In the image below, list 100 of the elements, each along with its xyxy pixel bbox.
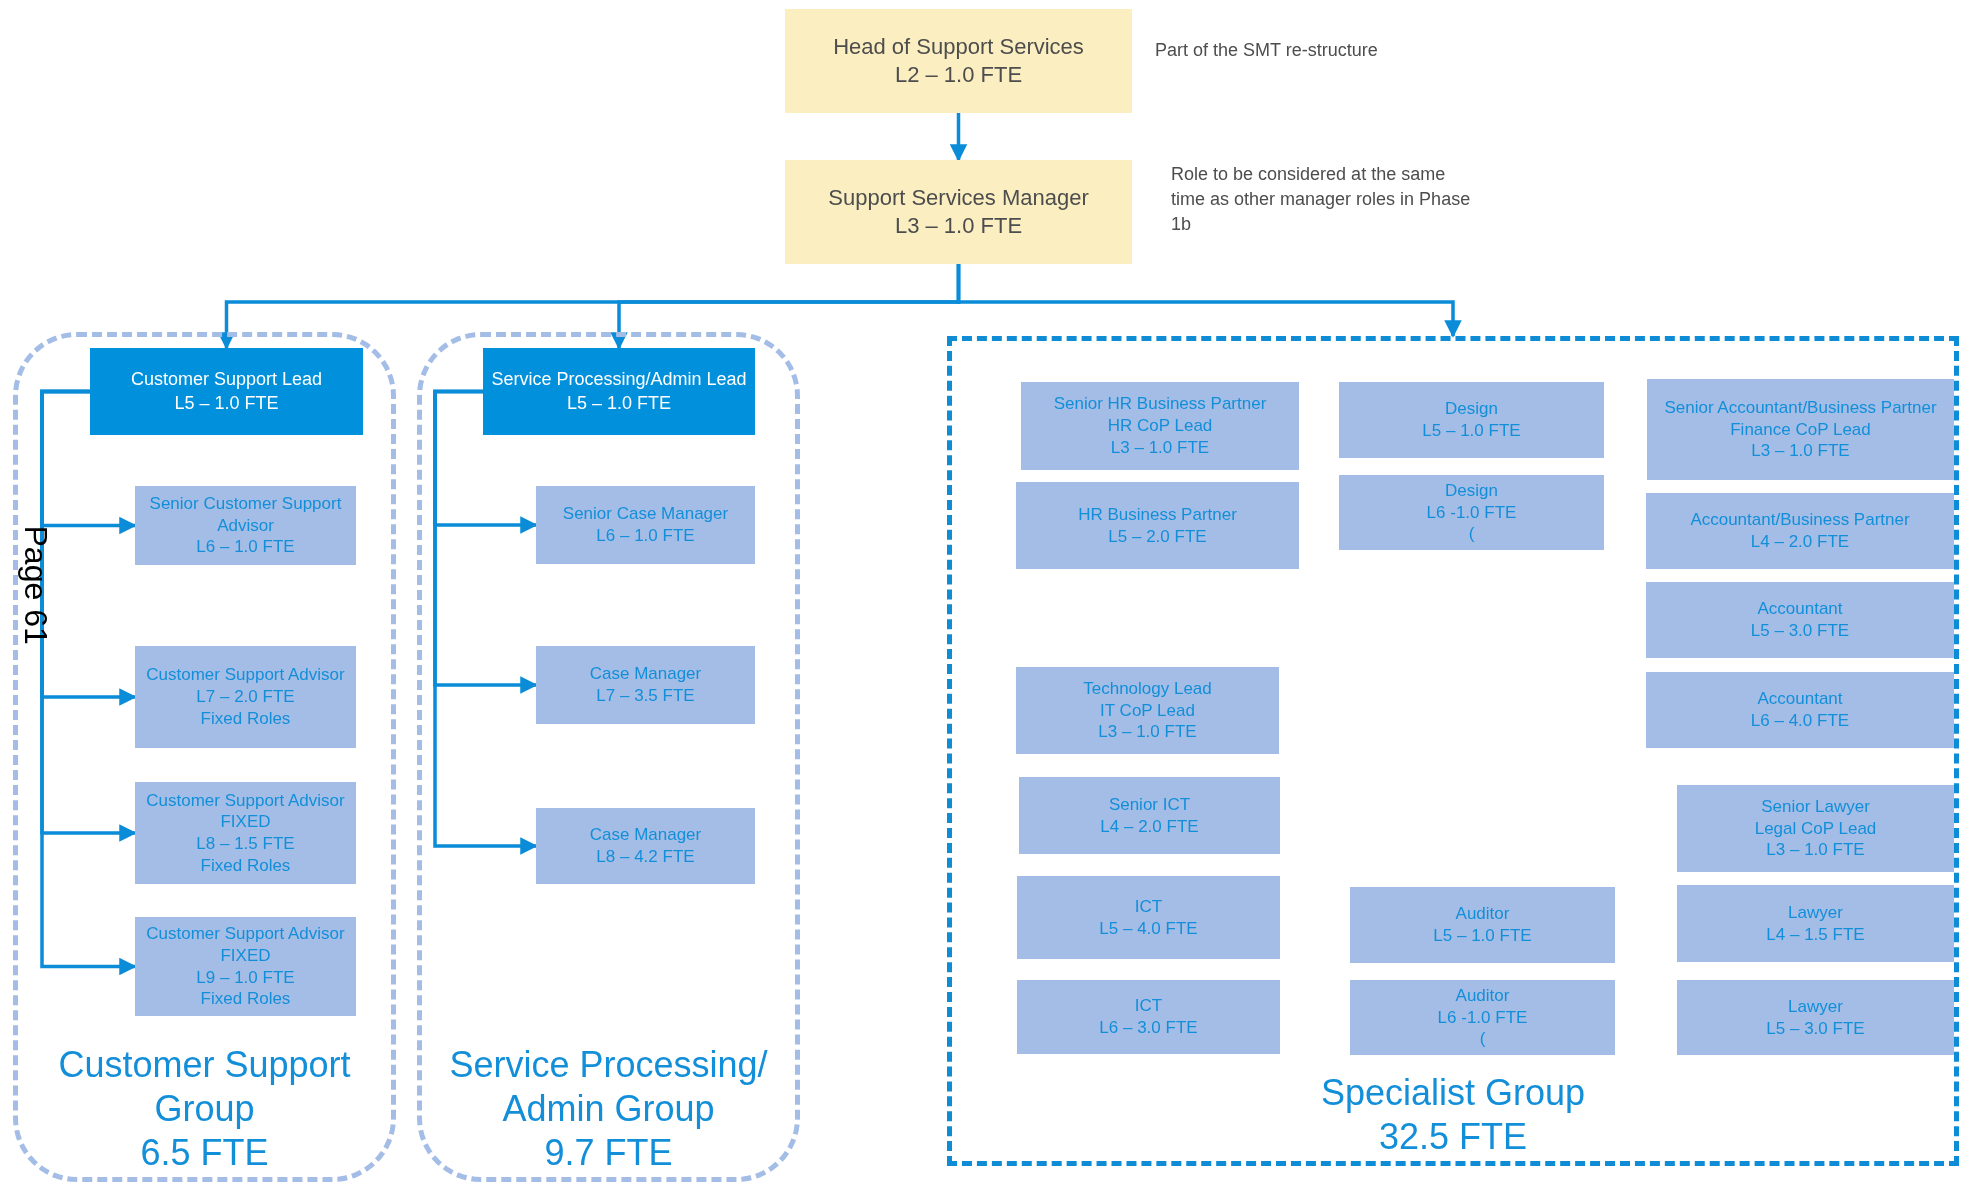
role-detail: Fixed Roles bbox=[200, 988, 291, 1010]
role-box bbox=[90, 348, 363, 435]
role-title: Case Manager bbox=[589, 824, 702, 846]
role-title: Senior HR Business Partner bbox=[1053, 393, 1267, 416]
role-box bbox=[1339, 475, 1604, 550]
role-box bbox=[135, 917, 356, 1016]
role-box bbox=[1016, 482, 1299, 569]
connector-arrow bbox=[40, 389, 137, 976]
role-box bbox=[536, 808, 755, 884]
group-container bbox=[13, 332, 396, 1182]
role-box bbox=[1017, 980, 1280, 1054]
role-detail: Legal CoP Lead bbox=[1754, 817, 1877, 840]
role-detail: L9 – 1.0 FTE bbox=[196, 966, 295, 989]
role-detail: Fixed Roles bbox=[200, 854, 291, 877]
role-title: Customer Support Advisor FIXED bbox=[145, 923, 346, 967]
role-detail: L5 – 1.0 FTE bbox=[174, 391, 279, 415]
role-title: Design bbox=[1445, 479, 1498, 502]
role-detail: L3 – 1.0 FTE bbox=[1098, 721, 1197, 744]
role-detail: L4 – 1.5 FTE bbox=[1766, 923, 1865, 946]
role-title: Support Services Manager bbox=[828, 183, 1089, 212]
role-detail: L6 – 4.0 FTE bbox=[1750, 710, 1850, 732]
role-detail: L6 -1.0 FTE bbox=[1426, 501, 1517, 524]
role-detail: L5 – 1.0 FTE bbox=[566, 391, 672, 415]
role-detail: L3 – 1.0 FTE bbox=[1766, 839, 1865, 862]
role-detail: L7 – 2.0 FTE bbox=[196, 686, 295, 708]
connector-arrow bbox=[949, 113, 968, 162]
side-note: Part of the SMT re-structure bbox=[1155, 39, 1379, 62]
role-title: Auditor bbox=[1455, 903, 1510, 925]
role-title: Lawyer bbox=[1788, 995, 1843, 1018]
role-title: Accountant bbox=[1757, 598, 1843, 620]
role-box bbox=[1339, 382, 1604, 458]
role-box bbox=[1677, 980, 1954, 1055]
role-detail: L3 – 1.0 FTE bbox=[1110, 436, 1210, 459]
role-detail: L8 – 1.5 FTE bbox=[196, 833, 295, 855]
role-box bbox=[1350, 980, 1615, 1055]
role-detail: L5 – 1.0 FTE bbox=[1422, 420, 1521, 442]
role-box bbox=[536, 486, 755, 564]
role-detail: HR CoP Lead bbox=[1107, 415, 1213, 437]
role-title: Customer Support Advisor FIXED bbox=[145, 789, 346, 833]
role-detail: L2 – 1.0 FTE bbox=[894, 61, 1023, 89]
role-detail: ( bbox=[1468, 523, 1475, 546]
group-title: Specialist Group bbox=[1320, 1071, 1586, 1116]
role-detail: L5 – 1.0 FTE bbox=[1433, 925, 1532, 947]
role-box bbox=[536, 646, 755, 724]
role-title: Senior ICT bbox=[1108, 793, 1191, 816]
group-title: Service Processing/ Admin Group bbox=[448, 1043, 769, 1132]
role-title: Head of Support Services bbox=[833, 32, 1084, 61]
connector-arrow bbox=[433, 389, 538, 855]
role-box bbox=[1677, 885, 1954, 962]
role-box bbox=[135, 486, 356, 565]
role-detail: Finance CoP Lead bbox=[1730, 418, 1871, 441]
role-title: HR Business Partner bbox=[1078, 503, 1237, 526]
role-box bbox=[135, 646, 356, 748]
role-detail: L6 -1.0 FTE bbox=[1437, 1006, 1528, 1029]
role-detail: ( bbox=[1479, 1028, 1486, 1051]
role-box bbox=[1017, 876, 1280, 959]
role-box bbox=[1647, 379, 1954, 480]
role-title: Lawyer bbox=[1788, 901, 1843, 924]
role-box bbox=[1021, 382, 1299, 470]
role-detail: L3 – 1.0 FTE bbox=[1751, 440, 1850, 463]
role-box bbox=[1016, 667, 1279, 754]
group-total: 32.5 FTE bbox=[1378, 1115, 1527, 1159]
role-title: Technology Lead bbox=[1083, 677, 1212, 700]
role-box bbox=[135, 782, 356, 884]
role-box bbox=[785, 160, 1132, 264]
role-box bbox=[1646, 582, 1954, 658]
role-box bbox=[1646, 672, 1954, 748]
role-detail: L3 – 1.0 FTE bbox=[894, 212, 1023, 240]
role-title: Senior Lawyer bbox=[1761, 795, 1870, 818]
page-number: Page 61 bbox=[16, 525, 54, 647]
group-container bbox=[947, 336, 1959, 1166]
role-title: ICT bbox=[1134, 995, 1163, 1017]
side-note: Role to be considered at the same time as other manager roles in Phase 1b bbox=[1171, 163, 1471, 237]
role-detail: L4 – 2.0 FTE bbox=[1100, 815, 1199, 838]
role-detail: L5 – 2.0 FTE bbox=[1108, 525, 1207, 548]
group-total: 6.5 FTE bbox=[140, 1131, 269, 1175]
group-title: Customer Support Group bbox=[57, 1043, 352, 1132]
connector-arrow bbox=[956, 264, 1462, 338]
role-title: Accountant/Business Partner bbox=[1690, 509, 1910, 531]
role-detail: IT CoP Lead bbox=[1100, 699, 1195, 722]
role-title: ICT bbox=[1134, 895, 1163, 918]
role-detail: L8 – 4.2 FTE bbox=[596, 846, 695, 868]
role-box bbox=[483, 348, 755, 435]
role-detail: L5 – 4.0 FTE bbox=[1099, 917, 1198, 940]
role-box bbox=[1646, 493, 1954, 569]
role-title: Senior Case Manager bbox=[562, 503, 729, 525]
role-box bbox=[785, 9, 1132, 113]
role-title: Auditor bbox=[1455, 984, 1510, 1007]
role-detail: L5 – 3.0 FTE bbox=[1766, 1017, 1865, 1040]
group-container bbox=[417, 332, 800, 1182]
role-detail: L4 – 2.0 FTE bbox=[1750, 531, 1850, 553]
role-box bbox=[1677, 785, 1954, 872]
role-title: Design bbox=[1445, 398, 1498, 420]
group-total: 9.7 FTE bbox=[544, 1131, 673, 1175]
role-box bbox=[1019, 777, 1280, 854]
role-title: Customer Support Advisor bbox=[146, 664, 345, 687]
role-title: Service Processing/Admin Lead bbox=[491, 368, 747, 392]
role-title: Senior Customer Support Advisor bbox=[148, 492, 343, 537]
role-title: Case Manager bbox=[589, 663, 702, 685]
role-detail: L6 – 1.0 FTE bbox=[596, 525, 695, 547]
